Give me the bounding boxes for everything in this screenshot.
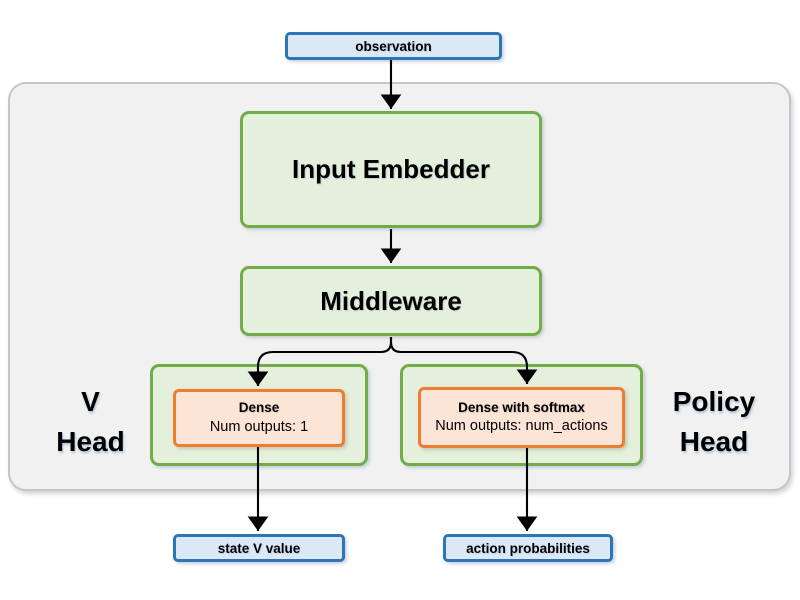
node-observation: observation [285,32,502,60]
policy-dense-subtitle: Num outputs: num_actions [435,418,608,435]
v-dense-subtitle: Num outputs: 1 [209,418,309,435]
node-input-embedder: Input Embedder [240,111,542,228]
v-head-label-line1: V [81,386,100,417]
node-input-embedder-label: Input Embedder [292,154,490,184]
node-action-probabilities: action probabilities [443,534,613,562]
node-state-v-value-label: state V value [217,540,301,556]
v-head-label-line2: Head [56,426,125,457]
policy-head-label-line2: Head [679,426,749,457]
policy-head-label: Policy Head [648,382,780,462]
node-observation-label: observation [355,38,432,54]
policy-dense-title: Dense with softmax [458,399,585,415]
policy-head-label-line1: Policy [672,386,756,417]
node-middleware: Middleware [240,266,542,336]
v-dense-title: Dense [238,400,280,416]
v-head-label: V Head [28,382,153,462]
node-middleware-label: Middleware [320,285,462,316]
node-state-v-value: state V value [173,534,345,562]
node-action-probabilities-label: action probabilities [466,540,590,556]
node-v-dense: Dense Num outputs: 1 [173,389,345,447]
node-policy-dense: Dense with softmax Num outputs: num_acti… [418,387,625,448]
